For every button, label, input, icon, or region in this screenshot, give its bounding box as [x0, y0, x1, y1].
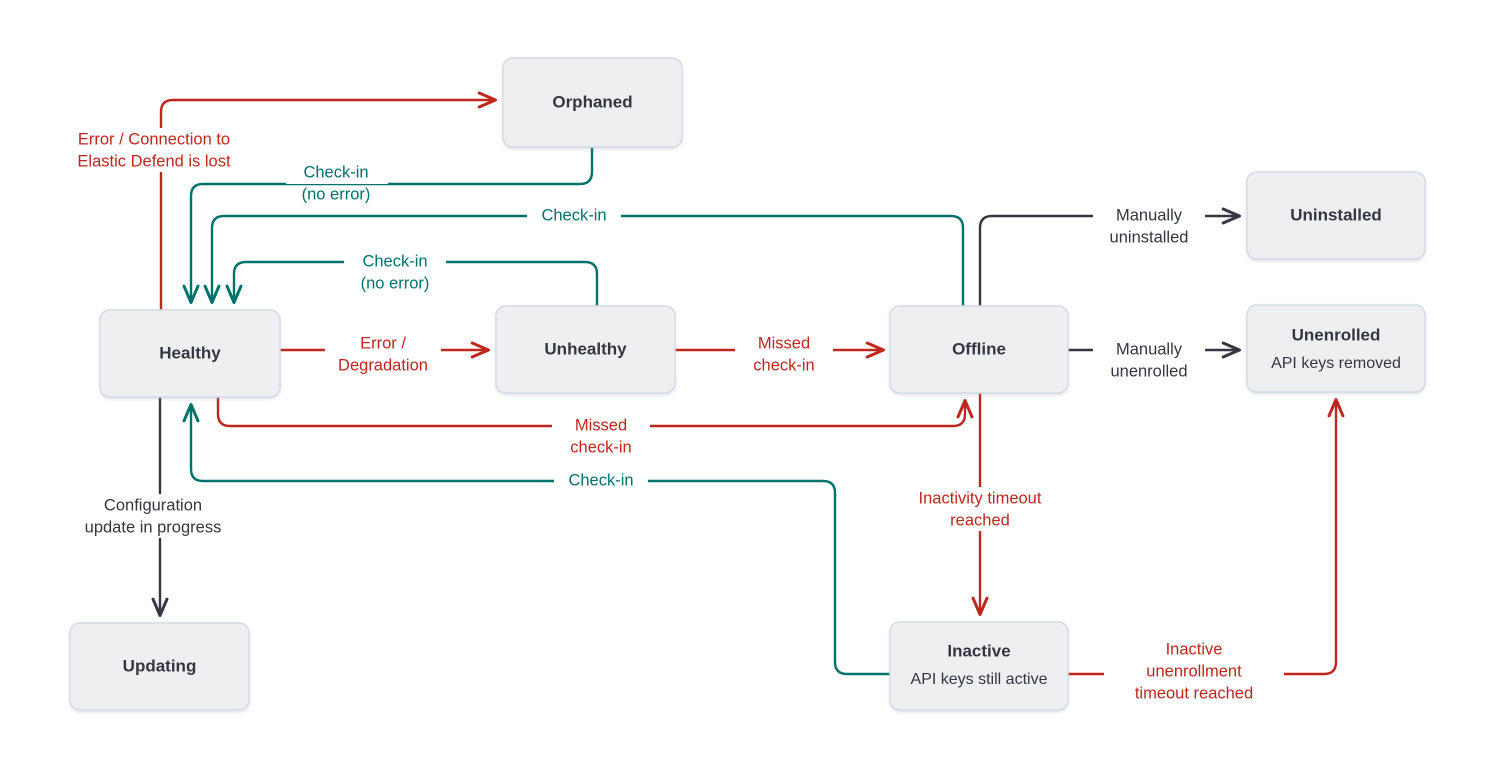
node-orphaned-title: Orphaned [552, 92, 632, 111]
label-healthy-to-offline-line1: Missed [575, 416, 627, 434]
node-uninstalled-box[interactable] [1246, 171, 1426, 260]
node-unenrolled-title: Unenrolled [1292, 325, 1381, 344]
node-orphaned[interactable]: Orphaned [502, 57, 683, 148]
label-healthy-to-updating-line1: Configuration [104, 496, 202, 514]
label-unhealthy-to-healthy-line1: Check-in [362, 252, 427, 270]
node-unenrolled[interactable]: Unenrolled API keys removed [1246, 304, 1426, 393]
node-inactive-box[interactable] [889, 621, 1069, 711]
label-offline-to-unenrolled-line1: Manually [1116, 340, 1183, 358]
label-offline-to-inactive-line1: Inactivity timeout [919, 489, 1042, 507]
label-healthy-to-orphaned: Error / Connection to Elastic Defend is … [62, 128, 246, 172]
node-unhealthy-box[interactable] [495, 305, 676, 394]
label-unhealthy-to-healthy: Check-in (no error) [344, 251, 446, 292]
node-updating-box[interactable] [69, 622, 250, 711]
label-inactive-to-unenrolled-line2: unenrollment [1146, 662, 1242, 680]
node-unenrolled-box[interactable] [1246, 304, 1426, 393]
label-healthy-to-orphaned-line2: Elastic Defend is lost [77, 152, 231, 170]
label-orphaned-to-healthy-line2: (no error) [302, 185, 371, 203]
label-inactive-to-unenrolled-line3: timeout reached [1135, 684, 1253, 702]
node-orphaned-box[interactable] [502, 57, 683, 148]
node-inactive[interactable]: Inactive API keys still active [889, 621, 1069, 711]
node-healthy-title: Healthy [159, 343, 221, 362]
nodes-layer: Orphaned Healthy Unhealthy Offline Unins… [69, 57, 1426, 711]
node-uninstalled[interactable]: Uninstalled [1246, 171, 1426, 260]
edges-layer [159, 100, 1336, 676]
node-unenrolled-subtitle: API keys removed [1271, 355, 1401, 372]
edge-labels-layer: Error / Connection to Elastic Defend is … [62, 128, 1284, 702]
label-unhealthy-to-offline: Missed check-in [735, 333, 833, 374]
label-unhealthy-to-offline-line2: check-in [753, 356, 814, 374]
label-healthy-to-updating: Configuration update in progress [66, 494, 254, 538]
node-offline-box[interactable] [889, 305, 1069, 394]
node-healthy-box[interactable] [99, 309, 281, 398]
label-offline-to-healthy-line1: Check-in [541, 206, 606, 224]
node-inactive-subtitle: API keys still active [911, 671, 1048, 688]
label-orphaned-to-healthy: Check-in (no error) [286, 162, 388, 203]
label-inactive-to-unenrolled: Inactive unenrollment timeout reached [1104, 640, 1284, 702]
label-healthy-to-updating-line2: update in progress [85, 518, 222, 536]
label-offline-to-uninstalled: Manually uninstalled [1093, 205, 1205, 246]
label-healthy-to-offline: Missed check-in [552, 415, 650, 456]
node-updating-title: Updating [123, 656, 197, 675]
node-uninstalled-title: Uninstalled [1290, 205, 1382, 224]
node-updating[interactable]: Updating [69, 622, 250, 711]
label-unhealthy-to-healthy-line2: (no error) [361, 274, 430, 292]
label-orphaned-to-healthy-line1: Check-in [303, 163, 368, 181]
label-healthy-to-unhealthy-line2: Degradation [338, 356, 428, 374]
node-unhealthy-title: Unhealthy [544, 339, 627, 358]
label-inactive-to-healthy-line1: Check-in [568, 471, 633, 489]
label-offline-to-inactive-line2: reached [950, 511, 1010, 529]
label-inactive-to-healthy: Check-in [554, 470, 648, 492]
node-offline[interactable]: Offline [889, 305, 1069, 394]
label-offline-to-unenrolled-line2: unenrolled [1110, 362, 1187, 380]
label-healthy-to-unhealthy: Error / Degradation [325, 333, 441, 374]
label-healthy-to-unhealthy-line1: Error / [360, 334, 406, 352]
edge-inactive-to-unenrolled [1066, 400, 1336, 676]
edge-healthy-to-orphaned [159, 100, 495, 312]
node-healthy[interactable]: Healthy [99, 309, 281, 398]
label-healthy-to-offline-line2: check-in [570, 438, 631, 456]
node-offline-title: Offline [952, 339, 1006, 358]
label-healthy-to-orphaned-line1: Error / Connection to [78, 130, 230, 148]
edge-inactive-to-healthy [191, 405, 892, 676]
label-inactive-to-unenrolled-line1: Inactive [1166, 640, 1223, 658]
label-unhealthy-to-offline-line1: Missed [758, 334, 810, 352]
label-offline-to-uninstalled-line2: uninstalled [1110, 228, 1189, 246]
node-inactive-title: Inactive [947, 641, 1010, 660]
label-offline-to-healthy: Check-in [527, 205, 621, 227]
label-offline-to-unenrolled: Manually unenrolled [1093, 339, 1205, 380]
node-unhealthy[interactable]: Unhealthy [495, 305, 676, 394]
edge-orphaned-to-healthy [191, 145, 594, 302]
label-offline-to-inactive: Inactivity timeout reached [896, 487, 1064, 531]
edge-offline-to-uninstalled [978, 216, 1239, 308]
label-offline-to-uninstalled-line1: Manually [1116, 206, 1183, 224]
